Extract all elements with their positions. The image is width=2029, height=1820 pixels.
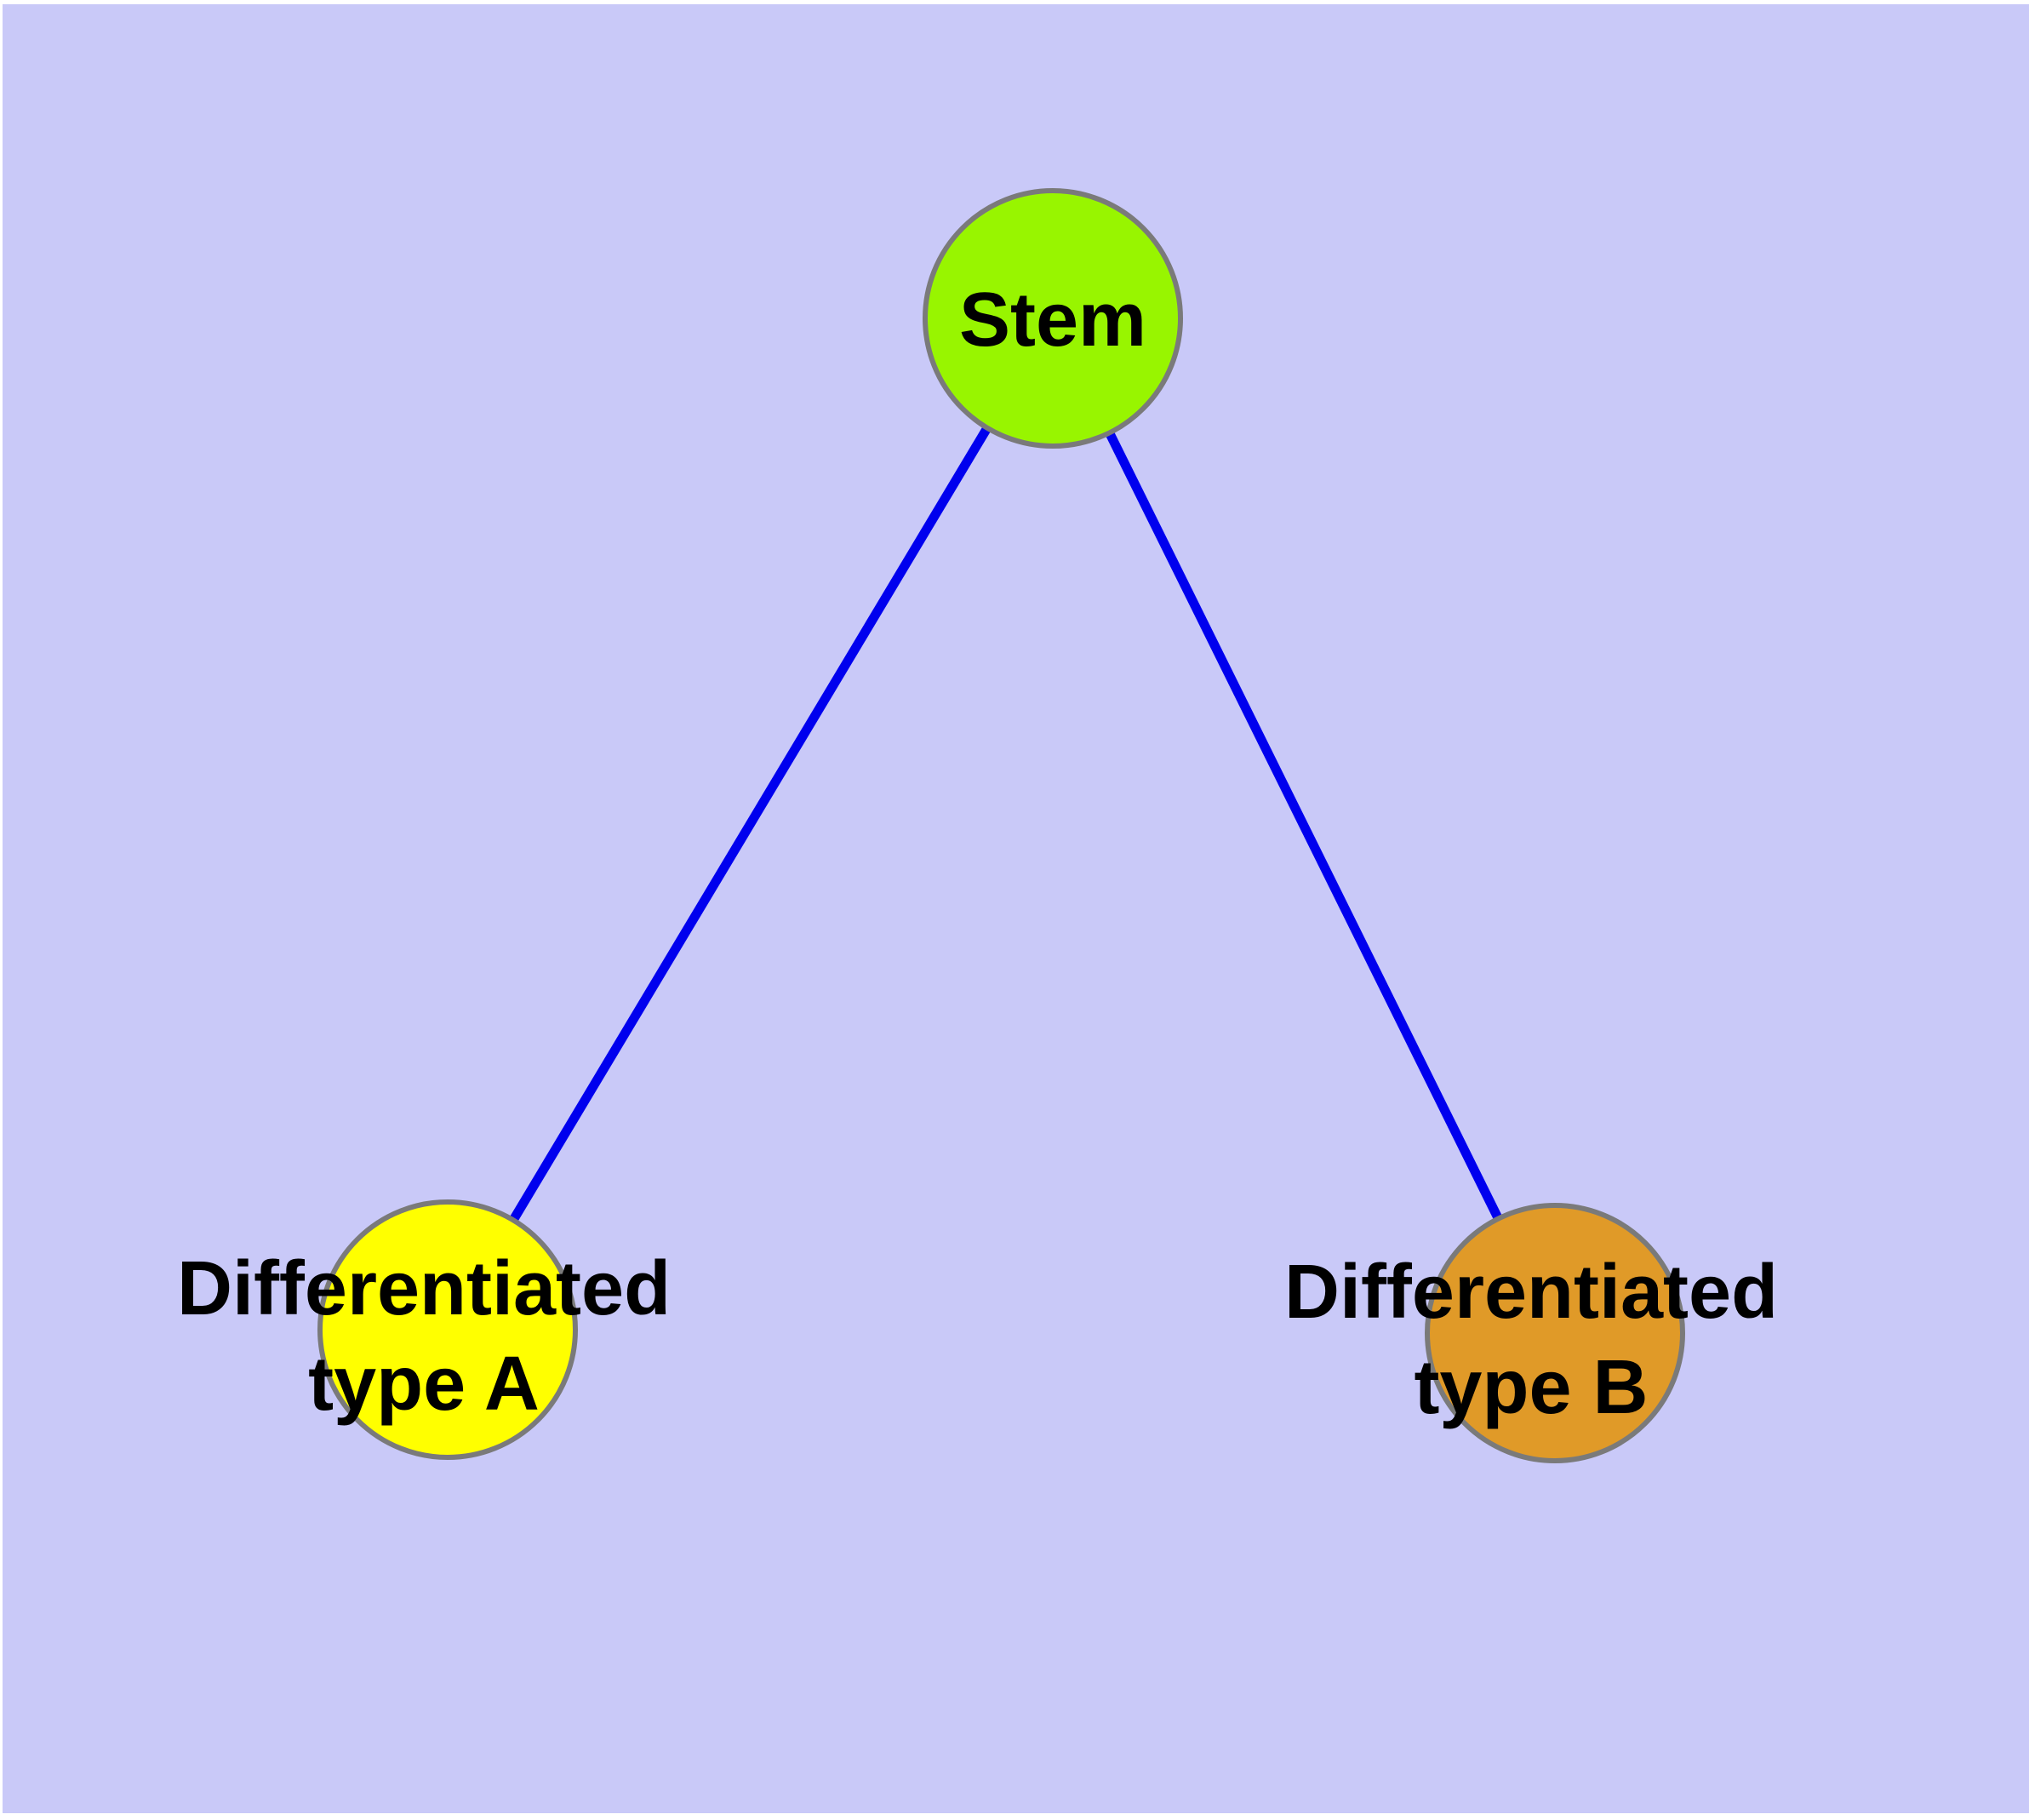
edges-group [443, 316, 1559, 1336]
node-circle-differentiated-type-a [317, 1199, 578, 1460]
nodes-group [317, 188, 1685, 1463]
node-circle-stem [923, 188, 1183, 449]
edge-stem-to-differentiated-type-b [1049, 316, 1559, 1336]
node-circle-differentiated-type-b [1425, 1203, 1685, 1463]
edge-stem-to-differentiated-type-a [443, 316, 1057, 1332]
